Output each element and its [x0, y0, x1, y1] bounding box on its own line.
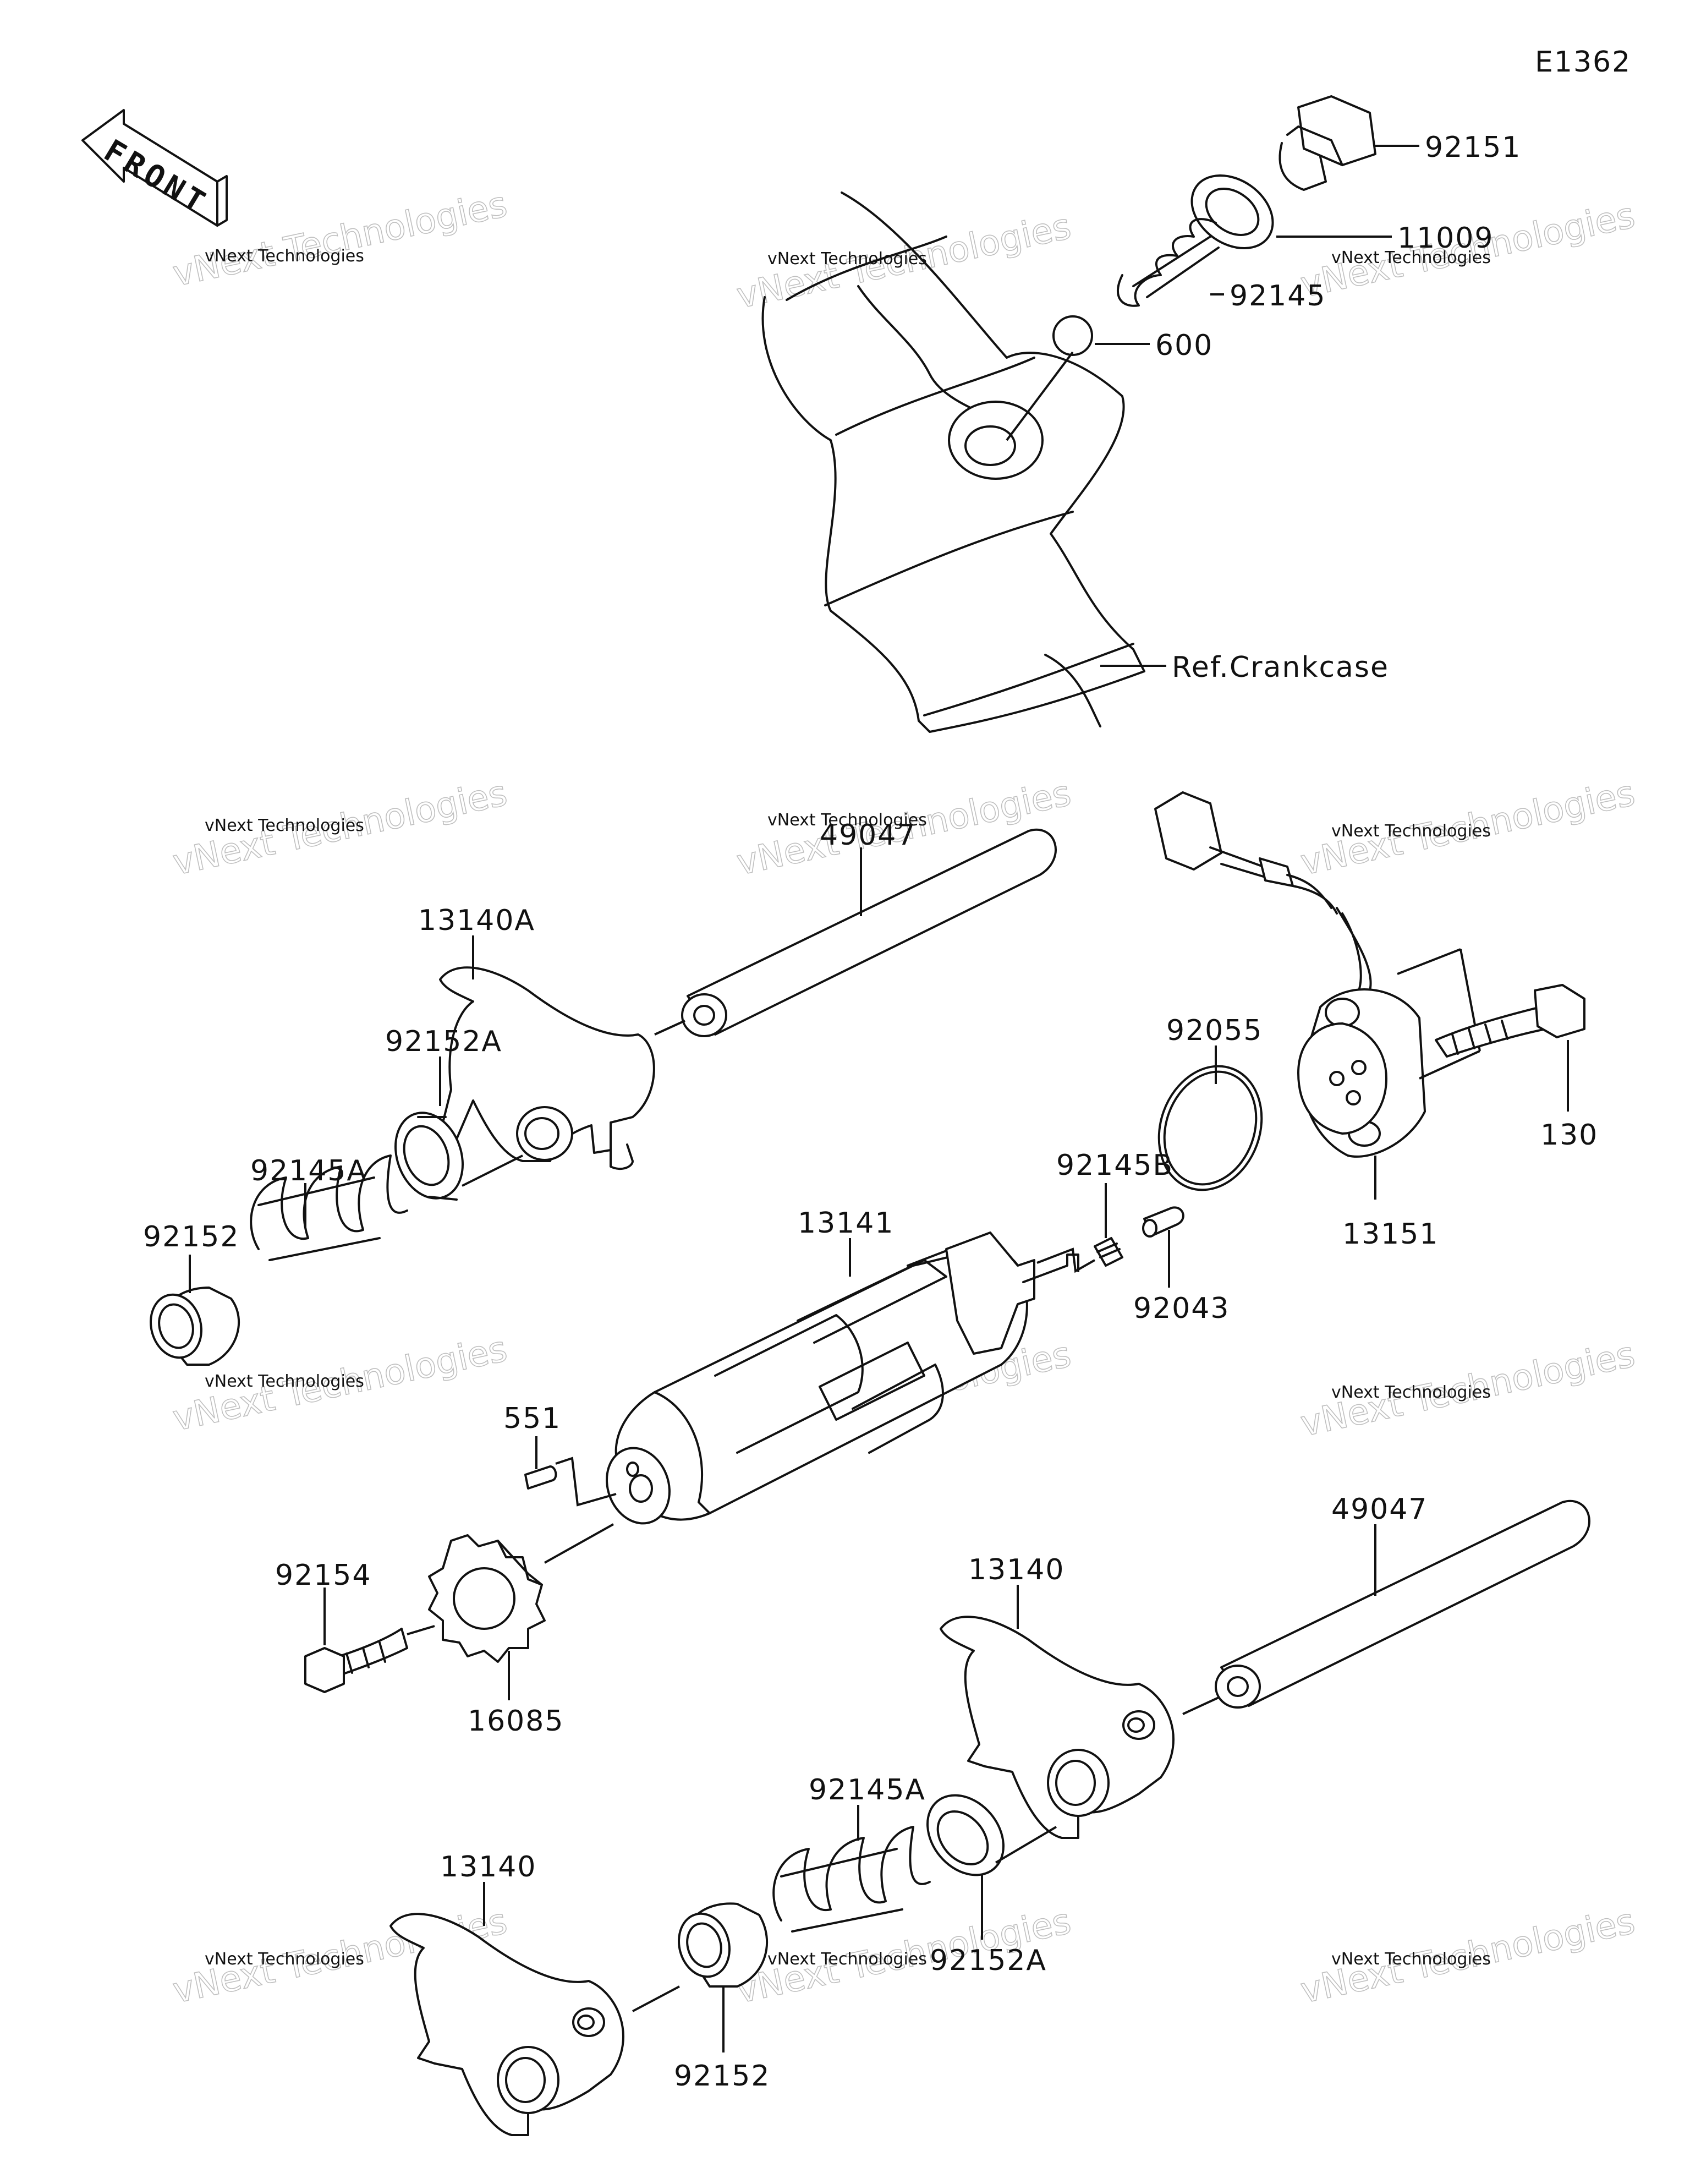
svg-text:vNext Technologies: vNext Technologies	[205, 816, 364, 835]
label-92145B: 92145B	[1056, 1149, 1173, 1182]
label-13151: 13151	[1342, 1218, 1439, 1251]
label-92152A-bottom: 92152A	[930, 1944, 1047, 1977]
label-11009: 11009	[1397, 222, 1494, 255]
gear-position-sensor-13151	[1154, 791, 1426, 1158]
gear-16085	[428, 1534, 546, 1663]
svg-text:vNext Technologies: vNext Technologies	[1331, 1950, 1491, 1969]
label-13141: 13141	[798, 1207, 894, 1240]
diagram-code: E1362	[1535, 46, 1631, 79]
collar-92152-top	[150, 1287, 240, 1366]
shift-rod-49047-top	[681, 828, 1057, 1037]
ring-92152A-bottom	[926, 1794, 1005, 1876]
ring-92152A-top	[394, 1112, 464, 1201]
label-600: 600	[1155, 329, 1213, 362]
svg-text:vNext Technologies: vNext Technologies	[767, 1950, 927, 1969]
label-ref-crankcase: Ref.Crankcase	[1172, 651, 1389, 684]
front-arrow-icon: FRONT	[81, 109, 228, 227]
label-92043: 92043	[1133, 1292, 1230, 1325]
watermark: vNext Technologies vNext Technologies	[1297, 1334, 1639, 1446]
spring-92145	[1116, 218, 1220, 307]
svg-text:vNext Technologies: vNext Technologies	[169, 184, 511, 295]
svg-text:vNext Technologies: vNext Technologies	[1331, 248, 1491, 267]
shift-fork-13140-mid	[940, 1616, 1175, 1839]
svg-text:vNext Technologies: vNext Technologies	[205, 1372, 364, 1391]
label-92152A-top: 92152A	[385, 1025, 502, 1058]
bolt-92154	[304, 1628, 408, 1693]
svg-text:vNext Technologies: vNext Technologies	[1331, 1383, 1491, 1402]
svg-text:vNext Technologies: vNext Technologies	[1331, 822, 1491, 841]
watermark: vNext Technologies vNext Technologies	[169, 773, 511, 884]
label-92145A-top: 92145A	[250, 1154, 367, 1187]
bolt-130	[1435, 984, 1585, 1058]
label-92145: 92145	[1230, 280, 1326, 313]
label-92055: 92055	[1166, 1014, 1263, 1047]
spring-92145A-top	[250, 1154, 408, 1261]
label-92145A-bottom: 92145A	[809, 1774, 926, 1807]
pin-551	[524, 1465, 557, 1490]
label-13140A: 13140A	[418, 904, 535, 937]
label-92152-top: 92152	[143, 1220, 239, 1254]
ball-600	[1052, 315, 1093, 356]
svg-text:vNext Technologies: vNext Technologies	[205, 1950, 364, 1969]
label-130: 130	[1540, 1119, 1598, 1152]
watermark: vNext Technologies vNext Technologies	[1297, 773, 1639, 884]
shift-fork-13140-bottom	[389, 1913, 624, 2136]
spring-92145A-bottom	[772, 1826, 931, 1933]
watermark: vNext Technologies vNext Technologies	[733, 206, 1075, 318]
watermark: vNext Technologies vNext Technologies	[1297, 1901, 1639, 2012]
shift-fork-13140A	[439, 966, 655, 1170]
label-13140-bottom: 13140	[440, 1851, 536, 1884]
label-92154: 92154	[275, 1559, 371, 1592]
label-49047-top: 49047	[820, 819, 916, 852]
shift-drum-13141	[606, 1231, 1079, 1525]
oring-92055	[1157, 1065, 1263, 1191]
crankcase-ref	[761, 191, 1145, 733]
label-92152-bottom: 92152	[674, 2060, 770, 2093]
label-49047-bottom: 49047	[1331, 1493, 1428, 1526]
svg-text:vNext Technologies: vNext Technologies	[767, 811, 927, 830]
shift-rod-49047-bottom	[1215, 1499, 1590, 1709]
label-551: 551	[503, 1402, 561, 1435]
pin-92043	[1142, 1206, 1184, 1238]
svg-text:vNext Technologies: vNext Technologies	[205, 247, 364, 266]
label-16085: 16085	[468, 1705, 564, 1738]
watermark: vNext Technologies vNext Technologies	[169, 184, 511, 295]
collar-92152-bottom	[678, 1902, 768, 1988]
washer-11009	[1190, 174, 1274, 250]
label-13140-mid: 13140	[968, 1553, 1065, 1586]
plug-92151	[1279, 95, 1376, 191]
spring-92145B	[1094, 1237, 1123, 1267]
label-92151: 92151	[1425, 131, 1521, 164]
